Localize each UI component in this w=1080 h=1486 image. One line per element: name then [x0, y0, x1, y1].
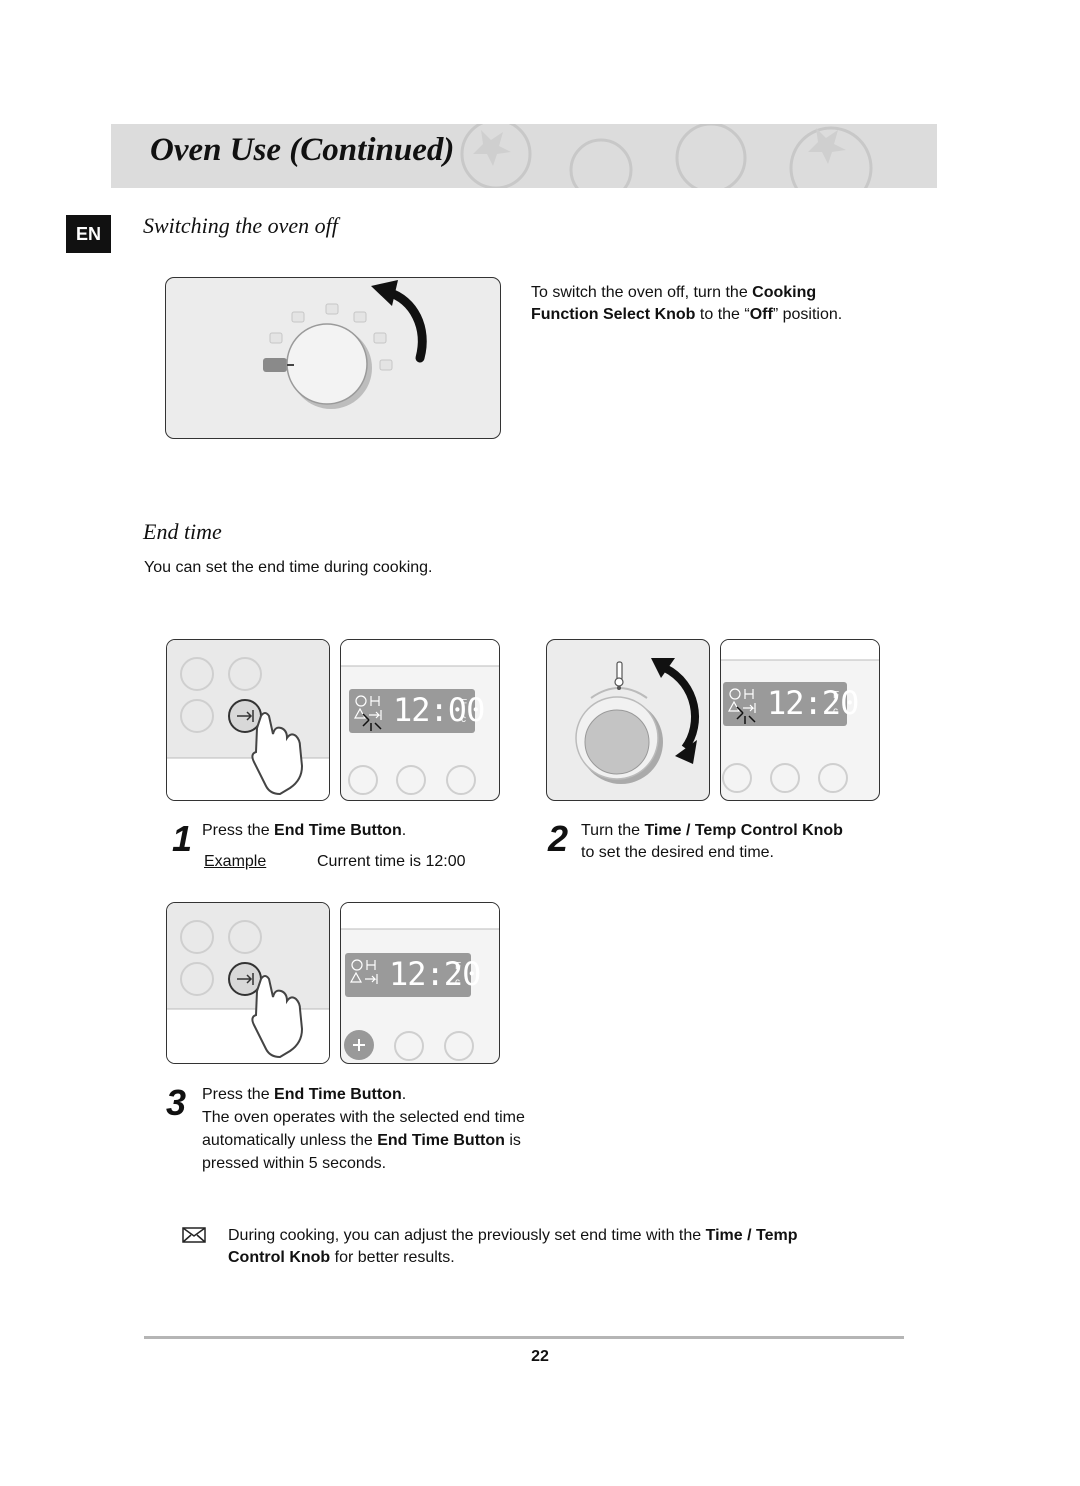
step3-button-panel [166, 902, 330, 1064]
step1-number: 1 [172, 818, 193, 859]
function-knob-illustration [263, 280, 427, 409]
step2-number: 2 [548, 818, 569, 859]
end-time-title: End time [143, 519, 222, 544]
panel-buttons-row [394, 1031, 474, 1061]
switch-off-title: Switching the oven off [143, 213, 338, 238]
rotate-down-arrow-icon [675, 740, 697, 764]
function-knob-panel [165, 277, 501, 439]
step1-instruction: Press the End Time Button. [202, 822, 407, 839]
unit-f-label: F [455, 961, 462, 972]
unit-f-label: F [461, 698, 468, 709]
step2-display-panel: 12:20 F c [720, 639, 880, 801]
panel-buttons-row [348, 765, 476, 795]
step1-display-panel: 12:00 F c [340, 639, 500, 801]
step3-number: 3 [166, 1082, 187, 1123]
page-number: 22 [531, 1348, 549, 1365]
footer-divider [144, 1336, 904, 1339]
unit-c-label: c [833, 706, 838, 717]
page-title: Oven Use (Continued) [150, 132, 455, 168]
step1-example-value: Current time is 12:00 [317, 853, 466, 870]
step3-display-panel: 12:20 F c [340, 902, 500, 1064]
note-icon [182, 1227, 206, 1243]
rotate-up-arrow-icon [651, 658, 675, 678]
off-marker-icon [263, 358, 287, 372]
end-time-intro: You can set the end time during cooking. [144, 559, 433, 576]
step1-button-panel [166, 639, 330, 801]
tomato-decoration [460, 124, 873, 188]
end-time-button-press-illustration [167, 640, 329, 800]
end-time-button-press-illustration [167, 903, 329, 1063]
knob-off-label: Off [105, 357, 119, 367]
language-badge: EN [66, 215, 111, 253]
note-text: During cooking, you can adjust the previ… [228, 1227, 798, 1266]
unit-c-label: c [461, 714, 466, 725]
rotate-arrow-icon [371, 280, 398, 306]
header-band [111, 124, 937, 188]
unit-c-label: c [455, 977, 460, 988]
hand-pointer-icon [251, 712, 304, 796]
hand-pointer-icon [251, 975, 304, 1059]
switch-off-instructions: To switch the oven off, turn the Cooking… [531, 284, 843, 323]
time-temp-knob-illustration [575, 658, 700, 784]
display-panel-illustration [721, 640, 879, 726]
panel-buttons-row [722, 763, 848, 793]
step1-example-label: Example [204, 853, 267, 870]
thermometer-icon [616, 661, 623, 681]
step2-instruction: Turn the Time / Temp Control Knob to set… [581, 822, 843, 861]
step2-display-time: 12:20 [767, 684, 859, 722]
display-panel-illustration [341, 903, 499, 1060]
display-panel-illustration [341, 640, 499, 733]
step3-instruction: Press the End Time Button. The oven oper… [202, 1086, 525, 1172]
step1-display-time: 12:00 [393, 691, 485, 729]
unit-f-label: F [833, 690, 840, 701]
step3-display-time: 12:20 [389, 955, 481, 993]
step2-knob-panel [546, 639, 710, 801]
